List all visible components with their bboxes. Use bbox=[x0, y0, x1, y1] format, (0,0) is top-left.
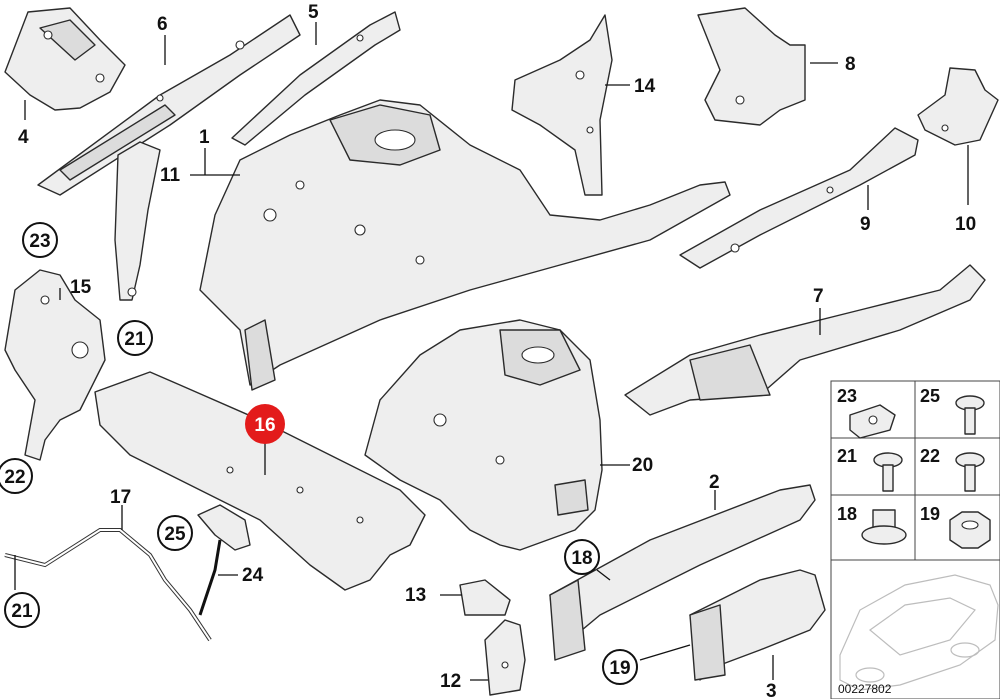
svg-text:19: 19 bbox=[609, 658, 630, 679]
callout-circle-18: 18 bbox=[564, 539, 600, 575]
callout-highlight-16[interactable]: 16 bbox=[245, 404, 285, 444]
circled-callouts: 23 21 22 25 21 18 19 16 bbox=[0, 222, 638, 685]
part-9-channel bbox=[679, 127, 919, 269]
callout-10: 10 bbox=[955, 214, 976, 235]
fastener-panel: 23 25 21 22 18 19 bbox=[830, 380, 1000, 699]
callout-15: 15 bbox=[70, 277, 92, 298]
callout-12: 12 bbox=[440, 671, 461, 692]
callout-circle-22: 22 bbox=[0, 458, 33, 494]
part-15-bracket-assembly bbox=[4, 269, 106, 461]
part-8-rear-bracket bbox=[697, 7, 806, 126]
callout-5: 5 bbox=[308, 2, 319, 23]
callout-11: 11 bbox=[160, 165, 181, 186]
callout-circle-25: 25 bbox=[157, 515, 193, 551]
callout-circle-23: 23 bbox=[22, 222, 58, 258]
reference-number: 00227802 bbox=[838, 682, 892, 696]
callout-circle-21-left: 21 bbox=[117, 320, 153, 356]
callout-24: 24 bbox=[242, 565, 264, 586]
callout-9: 9 bbox=[860, 214, 871, 235]
svg-text:18: 18 bbox=[837, 504, 857, 524]
screw-icon: 21 bbox=[837, 446, 903, 492]
part-13-wedge bbox=[459, 579, 511, 616]
part-11-pillar-strip bbox=[114, 141, 161, 301]
part-20-wheelhouse bbox=[364, 319, 603, 551]
part-3-sill bbox=[689, 569, 826, 681]
part-5-thin-rail bbox=[231, 11, 401, 146]
flange-nut-icon: 18 bbox=[837, 504, 907, 545]
part-10-small-bracket bbox=[917, 67, 999, 146]
part-4-wheelarch-panel bbox=[4, 7, 126, 111]
svg-text:25: 25 bbox=[920, 386, 940, 406]
part-1-front-wheelhouse bbox=[199, 99, 731, 391]
svg-text:21: 21 bbox=[11, 601, 33, 622]
part-2-lower-rail bbox=[549, 484, 816, 661]
svg-text:23: 23 bbox=[837, 386, 857, 406]
svg-text:21: 21 bbox=[124, 329, 146, 350]
callout-circle-21-bottom: 21 bbox=[4, 592, 40, 628]
callout-3: 3 bbox=[766, 681, 777, 699]
svg-text:16: 16 bbox=[254, 415, 275, 436]
callout-7: 7 bbox=[813, 286, 824, 307]
callout-4: 4 bbox=[18, 127, 29, 148]
part-6-upper-rail bbox=[37, 14, 301, 196]
svg-text:22: 22 bbox=[920, 446, 940, 466]
callout-circle-19: 19 bbox=[602, 649, 638, 685]
callout-labels: 4 6 5 1 11 14 8 10 9 7 15 17 24 20 2 3 1… bbox=[18, 2, 976, 699]
callout-6: 6 bbox=[157, 14, 168, 35]
part-24-bracket-rod bbox=[197, 504, 251, 616]
hex-nut-icon: 19 bbox=[920, 504, 991, 549]
svg-text:22: 22 bbox=[4, 467, 25, 488]
part-16-front-crossmember bbox=[94, 371, 426, 591]
clip-nut-icon: 23 bbox=[837, 386, 896, 439]
callout-13: 13 bbox=[405, 585, 426, 606]
callout-2: 2 bbox=[709, 472, 720, 493]
screw-icon: 25 bbox=[920, 386, 985, 435]
callout-17: 17 bbox=[110, 487, 131, 508]
screw-icon: 22 bbox=[920, 446, 985, 492]
callout-1: 1 bbox=[199, 127, 210, 148]
leader-lines bbox=[14, 22, 969, 681]
part-17-tube-brace bbox=[4, 528, 212, 642]
svg-text:21: 21 bbox=[837, 446, 857, 466]
part-12-bracket bbox=[484, 619, 526, 696]
svg-text:19: 19 bbox=[920, 504, 940, 524]
callout-20: 20 bbox=[632, 455, 653, 476]
part-14-bracket bbox=[511, 14, 613, 196]
svg-text:18: 18 bbox=[571, 548, 592, 569]
part-7-rear-longitudinal bbox=[624, 264, 986, 416]
callout-8: 8 bbox=[845, 54, 856, 75]
svg-text:25: 25 bbox=[164, 524, 186, 545]
svg-text:23: 23 bbox=[29, 231, 50, 252]
callout-14: 14 bbox=[634, 76, 656, 97]
car-outline-icon bbox=[839, 574, 999, 691]
